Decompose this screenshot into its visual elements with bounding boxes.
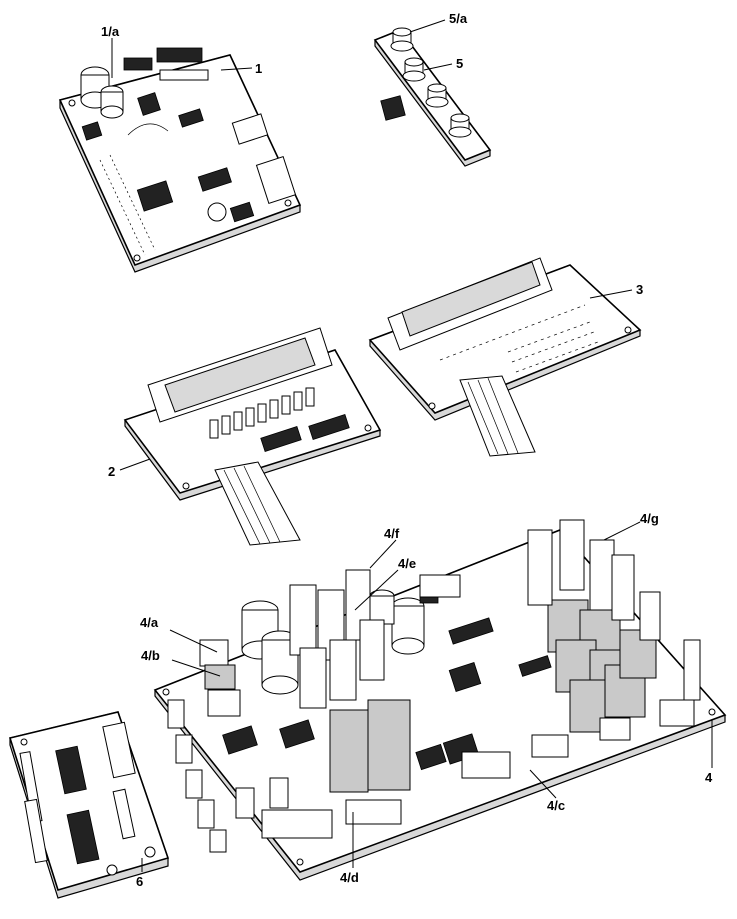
- leader-4e: [354, 569, 399, 611]
- label-6: 6: [136, 874, 143, 889]
- label-4e: 4/e: [398, 556, 416, 571]
- leader-4c: [529, 769, 557, 799]
- board-1: [58, 47, 302, 273]
- board-4: [153, 519, 727, 881]
- label-1a: 1/a: [101, 24, 120, 39]
- leader-3: [589, 289, 633, 299]
- board-5: [373, 27, 492, 167]
- leader-4a: [169, 629, 218, 653]
- label-4a: 4/a: [140, 615, 159, 630]
- leader-4b: [171, 659, 221, 677]
- label-3: 3: [636, 282, 643, 297]
- label-4: 4: [705, 770, 713, 785]
- board-6: [8, 711, 170, 899]
- board-3: [368, 257, 642, 457]
- label-5: 5: [456, 56, 463, 71]
- label-2: 2: [108, 464, 115, 479]
- leader-4f: [369, 539, 397, 569]
- leader-4g: [603, 521, 641, 541]
- leader-5a: [409, 19, 446, 33]
- board-2: [123, 327, 382, 546]
- label-1: 1: [255, 61, 262, 76]
- label-4d: 4/d: [340, 870, 359, 885]
- leader-2: [119, 458, 151, 471]
- label-4b: 4/b: [141, 648, 160, 663]
- label-4f: 4/f: [384, 526, 400, 541]
- label-4g: 4/g: [640, 511, 659, 526]
- leader-1: [220, 67, 253, 71]
- label-5a: 5/a: [449, 11, 468, 26]
- leader-5: [423, 63, 453, 71]
- label-4c: 4/c: [547, 798, 565, 813]
